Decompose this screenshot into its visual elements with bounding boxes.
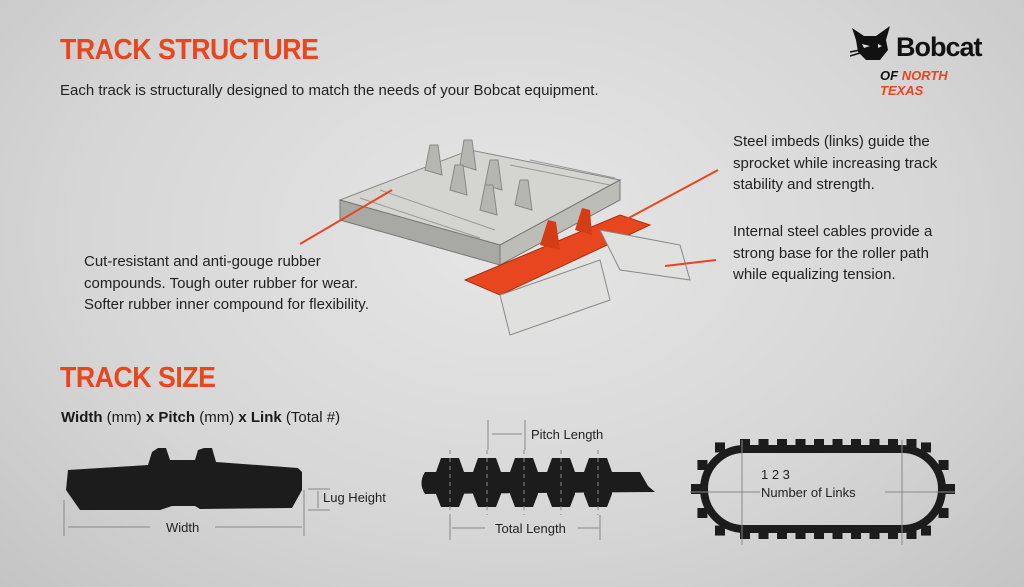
loop-lug <box>921 525 931 536</box>
callout-line: sprocket while increasing track <box>733 154 938 172</box>
formula-unit: (Total #) <box>281 409 341 426</box>
steel-cables-rear <box>599 229 691 281</box>
loop-lug <box>869 439 880 449</box>
logo-name: Bobcat <box>896 32 983 62</box>
steel-cables-front <box>499 259 611 336</box>
loop-lug <box>758 529 769 539</box>
loop-diagram <box>690 439 955 545</box>
formula-link: Link <box>250 409 282 426</box>
callout-line: Internal steel cables provide a <box>733 223 933 240</box>
link-numbers-label: 1 2 3 <box>761 467 790 482</box>
callout-rubber: Cut-resistant and anti-gouge rubber comp… <box>84 251 369 316</box>
side-profile-diagram <box>421 420 655 540</box>
bobcat-head-icon <box>850 26 890 60</box>
track-side-edge <box>499 179 621 266</box>
callout-imbeds: Steel imbeds (links) guide the sprocket … <box>733 131 937 196</box>
loop-lug <box>832 439 843 449</box>
loop-lug <box>777 529 787 539</box>
formula-x: x <box>145 409 159 426</box>
callout-line: compounds. Tough outer rubber for wear. <box>84 274 359 292</box>
imbed-guide-left <box>540 220 560 250</box>
loop-lug <box>888 439 898 449</box>
lug-height-label: Lug Height <box>323 490 386 505</box>
loop-lug <box>888 529 898 539</box>
loop-lug <box>869 529 880 539</box>
loop-lug <box>740 529 750 539</box>
number-of-links-label: Number of Links <box>761 485 856 500</box>
loop-lug <box>777 439 787 449</box>
cross-section-diagram <box>63 448 330 536</box>
loop-lug <box>795 439 806 449</box>
logo-subtitle: OF NORTH TEXAS <box>880 68 990 98</box>
loop-lug <box>691 484 701 494</box>
loop-lug <box>906 529 917 539</box>
loop-lug <box>697 460 708 470</box>
loop-lug <box>832 529 843 539</box>
track-size-title: TRACK SIZE <box>60 362 216 394</box>
formula-unit: (mm) <box>102 409 146 426</box>
callout-line: stability and strength. <box>733 176 875 193</box>
bobcat-logo: Bobcat OF NORTH TEXAS <box>850 26 990 98</box>
callout-line: while equalizing tension. <box>733 266 896 283</box>
loop-lug <box>814 439 824 449</box>
formula-width: Width <box>61 409 103 426</box>
page-title: TRACK STRUCTURE <box>60 34 319 66</box>
size-formula: Width (mm) x Pitch (mm) x Link (Total #) <box>61 409 340 426</box>
loop-lug <box>945 484 955 494</box>
logo-sub-prefix: OF <box>880 68 899 83</box>
loop-lug <box>938 508 949 518</box>
loop-lug <box>740 439 750 449</box>
loop-lug <box>697 508 708 518</box>
formula-unit: (mm) <box>195 409 239 426</box>
loop-lug <box>921 442 931 453</box>
track-illustration <box>338 139 691 336</box>
logo-sub-accent: NORTH TEXAS <box>880 68 948 98</box>
callout-cables: Internal steel cables provide a strong b… <box>733 221 932 286</box>
callout-line: Steel imbeds (links) guide the <box>733 133 930 150</box>
loop-lug <box>851 439 861 449</box>
imbed-guide-right <box>575 208 592 235</box>
loop-lug <box>938 460 949 470</box>
total-length-label: Total Length <box>495 521 566 536</box>
formula-pitch: Pitch <box>158 409 196 426</box>
pitch-length-label: Pitch Length <box>531 427 604 442</box>
page-subtitle: Each track is structurally designed to m… <box>60 82 599 99</box>
callout-line: strong base for the roller path <box>733 244 929 262</box>
loop-lug <box>715 442 725 453</box>
width-label: Width <box>166 520 200 535</box>
loop-lug <box>851 529 861 539</box>
formula-x: x <box>238 409 251 426</box>
track-lugs <box>424 139 533 216</box>
callout-line: Softer rubber inner compound for flexibi… <box>84 296 369 313</box>
loop-lug <box>906 439 917 449</box>
loop-lug <box>795 529 806 539</box>
loop-lug <box>715 525 725 536</box>
callout-line: Cut-resistant and anti-gouge rubber <box>84 253 321 270</box>
loop-lug <box>814 529 824 539</box>
loop-lug <box>758 439 769 449</box>
